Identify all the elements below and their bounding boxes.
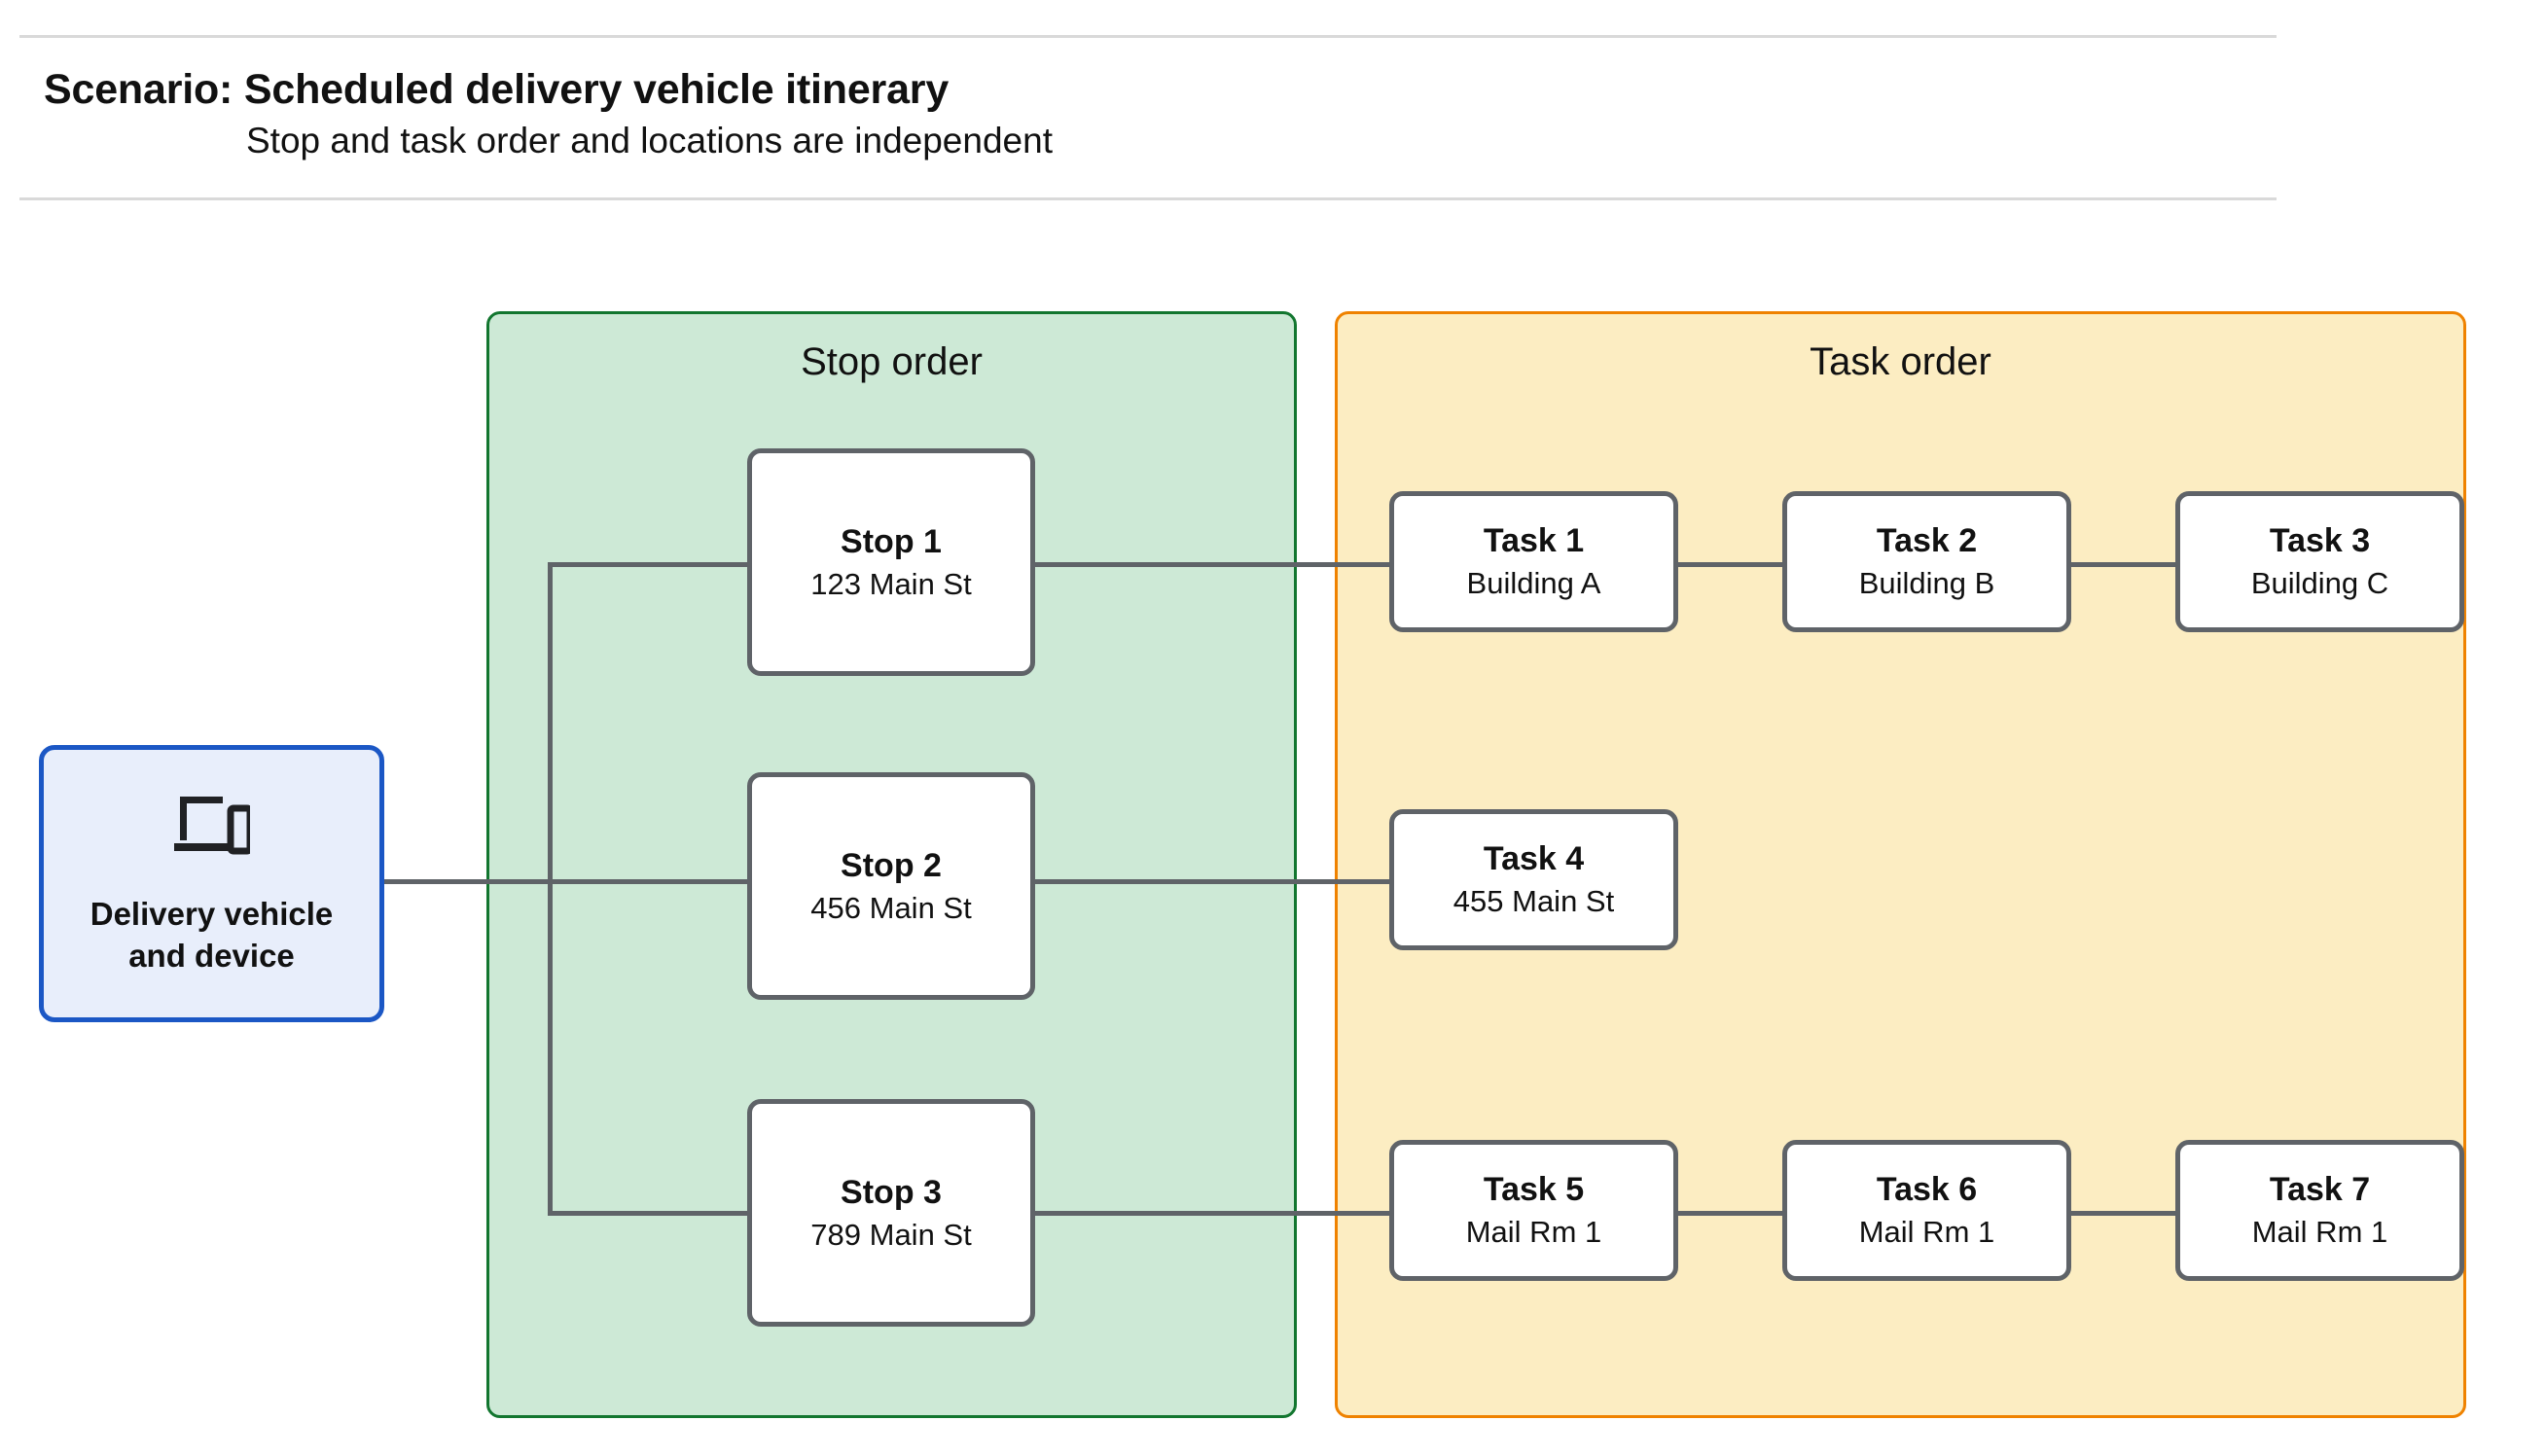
header-divider-bottom (19, 197, 2277, 200)
connector-task-2-to-task-3 (2062, 562, 2175, 567)
connector-task-6-to-task-7 (2062, 1211, 2175, 1216)
stop-node-subtitle: 456 Main St (810, 890, 972, 925)
page-subtitle: Stop and task order and locations are in… (246, 121, 1053, 160)
connector-stop-1-to-task-1 (1029, 562, 1389, 567)
task-node-title: Task 7 (2269, 1171, 2371, 1209)
stop-node-title: Stop 2 (841, 846, 942, 884)
page-title: Scenario: Scheduled delivery vehicle iti… (44, 66, 950, 113)
delivery-vehicle-label-line2: and device (128, 937, 295, 974)
stop-node-3[interactable]: Stop 3 789 Main St (747, 1099, 1035, 1327)
task-node-title: Task 4 (1483, 840, 1585, 878)
task-node-2[interactable]: Task 2 Building B (1782, 491, 2071, 632)
task-node-subtitle: Mail Rm 1 (2251, 1215, 2388, 1250)
connector-trunk-to-stop-3 (548, 1211, 752, 1216)
task-node-subtitle: Building A (1466, 566, 1601, 601)
task-node-6[interactable]: Task 6 Mail Rm 1 (1782, 1140, 2071, 1281)
stop-order-group-title: Stop order (801, 340, 983, 383)
task-node-subtitle: Building B (1858, 566, 1995, 601)
delivery-vehicle-label: Delivery vehicle and device (90, 894, 334, 976)
devices-icon (173, 791, 253, 855)
connector-stop-2-to-task-4 (1029, 879, 1389, 884)
task-node-title: Task 2 (1876, 522, 1978, 560)
task-node-3[interactable]: Task 3 Building C (2175, 491, 2464, 632)
task-node-subtitle: Building C (2250, 566, 2389, 601)
task-order-group-title: Task order (1810, 340, 1991, 383)
delivery-vehicle-label-line1: Delivery vehicle (90, 896, 334, 933)
task-node-title: Task 6 (1876, 1171, 1978, 1209)
header-divider-top (19, 35, 2277, 38)
task-node-title: Task 5 (1483, 1171, 1585, 1209)
task-node-subtitle: Mail Rm 1 (1858, 1215, 1995, 1250)
connector-device-to-trunk (382, 879, 552, 884)
stop-node-subtitle: 789 Main St (810, 1217, 972, 1252)
task-node-1[interactable]: Task 1 Building A (1389, 491, 1678, 632)
stop-node-2[interactable]: Stop 2 456 Main St (747, 772, 1035, 1000)
stop-node-subtitle: 123 Main St (810, 566, 972, 601)
task-node-title: Task 3 (2269, 522, 2371, 560)
task-node-subtitle: Mail Rm 1 (1465, 1215, 1602, 1250)
connector-stop-3-to-task-5 (1029, 1211, 1389, 1216)
stop-node-1[interactable]: Stop 1 123 Main St (747, 448, 1035, 676)
task-node-7[interactable]: Task 7 Mail Rm 1 (2175, 1140, 2464, 1281)
stop-node-title: Stop 1 (841, 522, 942, 560)
task-node-subtitle: 455 Main St (1452, 884, 1615, 919)
connector-task-1-to-task-2 (1669, 562, 1782, 567)
task-node-4[interactable]: Task 4 455 Main St (1389, 809, 1678, 950)
connector-trunk-vertical (548, 562, 553, 1216)
connector-trunk-to-stop-2 (548, 879, 752, 884)
stop-node-title: Stop 3 (841, 1173, 942, 1211)
connector-trunk-to-stop-1 (548, 562, 752, 567)
task-node-title: Task 1 (1483, 522, 1585, 560)
connector-task-5-to-task-6 (1669, 1211, 1782, 1216)
task-node-5[interactable]: Task 5 Mail Rm 1 (1389, 1140, 1678, 1281)
delivery-vehicle-and-device-node[interactable]: Delivery vehicle and device (39, 745, 384, 1022)
